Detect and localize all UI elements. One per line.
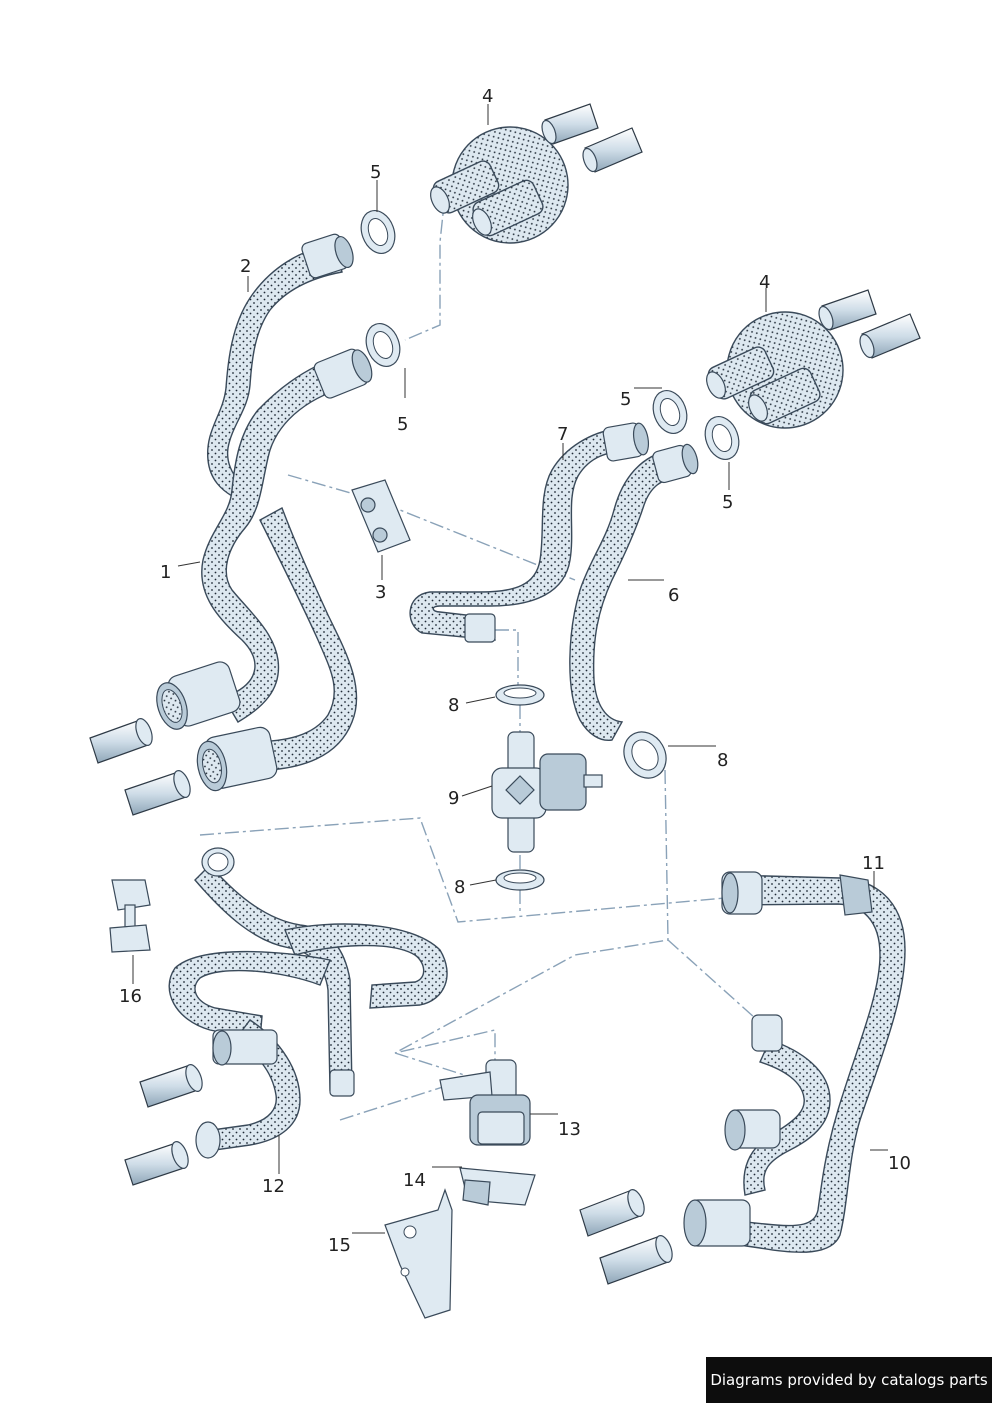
clamps-5 [360,210,740,460]
assembly-lines [199,194,756,1121]
watermark-banner: Diagrams provided by catalogs parts [706,1357,992,1403]
hose-1 [156,348,373,730]
hose-12 [168,847,448,1159]
clamps-8 [495,684,667,891]
callout-6: 6 [668,585,679,606]
grommet-4-upper [430,126,569,244]
hose-6 [569,443,699,741]
callout-10: 10 [888,1153,911,1174]
callout-15: 15 [328,1235,351,1256]
bracket-14 [459,1167,536,1206]
hose-lower-left [196,507,358,792]
hose-10 [683,871,906,1253]
callout-9: 9 [448,788,459,809]
callout-8-upper: 8 [448,695,459,716]
callout-8-lower: 8 [454,877,465,898]
pipe-stubs-left [89,718,191,816]
callout-16: 16 [119,986,142,1007]
callout-8-right: 8 [717,750,728,771]
callout-5-right-lower: 5 [722,492,733,513]
hose-7 [409,422,650,643]
callout-5-right: 5 [620,389,631,410]
pipe-stubs-lower-left [124,1064,203,1186]
callout-4-lower: 4 [759,272,770,293]
callout-5-upper: 5 [370,162,381,183]
grommet-3 [351,479,411,553]
callout-12: 12 [262,1176,285,1197]
callout-14: 14 [403,1170,426,1191]
bracket-15 [384,1188,453,1319]
hose-2 [207,233,354,497]
callout-13: 13 [558,1119,581,1140]
valve-9 [491,731,603,853]
clip-16 [109,879,151,953]
callout-7: 7 [557,424,568,445]
grommet-4-lower [706,311,844,429]
pipe-stubs-lower-right [579,1189,673,1285]
callout-5-middle: 5 [397,414,408,435]
callout-2: 2 [240,256,251,277]
leader-lines [132,104,888,1234]
callout-11: 11 [862,853,885,874]
callout-1: 1 [160,562,171,583]
callout-4-upper: 4 [482,86,493,107]
pump-13 [439,1059,531,1146]
pipe-stubs-top [541,103,921,359]
callout-3: 3 [375,582,386,603]
callout-labels: 1 2 3 4 4 5 5 5 5 6 7 8 8 8 9 10 11 12 1… [119,86,911,1256]
